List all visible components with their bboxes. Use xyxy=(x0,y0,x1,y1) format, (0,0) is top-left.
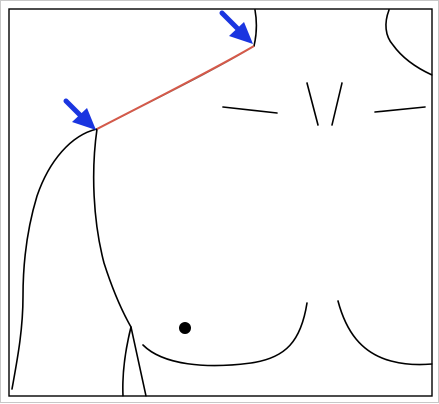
lower-arm-outline-left xyxy=(123,327,131,396)
nipple-marker xyxy=(179,322,191,334)
right-pectoral-outline xyxy=(338,301,432,365)
shoulder-measure-line xyxy=(97,46,254,129)
sternal-mark-left xyxy=(307,83,318,125)
right-clavicle-mark xyxy=(375,107,425,112)
left-clavicle-mark xyxy=(223,107,277,113)
lower-arm-outline-right xyxy=(131,327,146,396)
neck-right-outline xyxy=(386,10,432,75)
outer-arm-outline xyxy=(12,129,97,389)
inner-arm-outline xyxy=(94,129,131,327)
diagram-border xyxy=(9,9,432,396)
sternal-mark-right xyxy=(332,83,342,125)
blue-arrow-icon xyxy=(66,101,96,130)
left-pectoral-outline xyxy=(143,303,307,366)
neck-left-outline xyxy=(254,10,256,46)
blue-arrow-icon xyxy=(222,13,253,44)
